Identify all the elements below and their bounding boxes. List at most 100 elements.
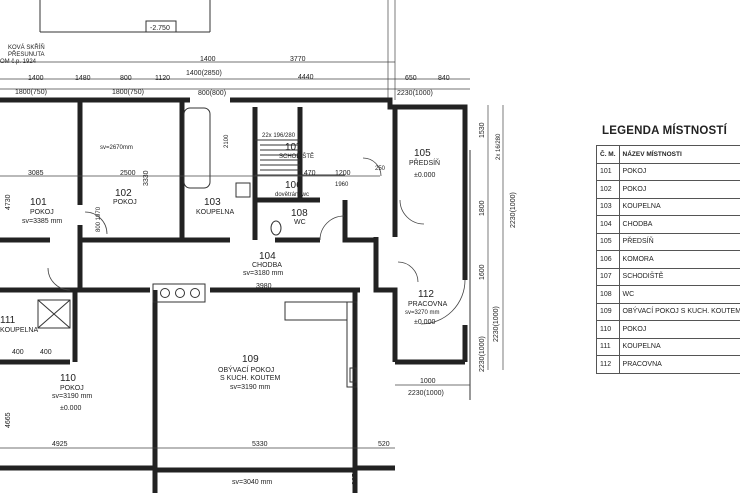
dim-3770: 3770: [290, 56, 306, 63]
door-stair-icon: [362, 157, 382, 177]
legend-room-name: WC: [618, 285, 740, 304]
room-104-name: CHODBA: [252, 262, 282, 269]
bathtub-icon: [183, 107, 211, 189]
dim-840: 840: [438, 75, 450, 82]
room-111-number: 111: [0, 315, 16, 326]
stove-icon: [152, 283, 206, 303]
dim-1960: 1960: [335, 182, 349, 188]
room-110-name: POKOJ: [60, 385, 84, 392]
dim-2x16-280: 2x 16/280: [496, 133, 502, 160]
room-112-level: ±0.000: [414, 319, 435, 326]
dim-1000: 1000: [420, 378, 436, 385]
dim-9650: 9650: [352, 469, 359, 485]
room-107-name: SCHODIŠTĚ: [279, 152, 314, 160]
dim-3085: 3085: [28, 170, 44, 177]
room-102-sv: sv=2670mm: [100, 145, 133, 151]
legend-room-number: 110: [596, 320, 620, 339]
dim-1800-750: 1800(750): [15, 89, 47, 96]
room-111-name: KOUPELNA: [0, 327, 38, 334]
dim-1400: 1400: [200, 56, 216, 63]
room-104-area: sv=3180 mm: [243, 270, 283, 277]
room-101-area: sv=3385 mm: [22, 218, 62, 225]
legend-room-name: KOUPELNA: [618, 197, 740, 216]
washbasin-icon: [235, 182, 251, 198]
room-109-area: sv=3190 mm: [230, 384, 270, 391]
dim-1800-750b: 1800(750): [112, 89, 144, 96]
dim-1470: 1470: [300, 170, 316, 177]
door-101-icon: [84, 211, 108, 235]
dim-4440: 4440: [298, 74, 314, 81]
dim-1400-2850: 1400(2850): [186, 70, 222, 77]
dim-1400a: 1400: [28, 75, 44, 82]
legend-room-number: 106: [596, 250, 620, 269]
walls: [0, 97, 471, 493]
dim-250: 250: [375, 166, 386, 172]
room-109-number: 109: [242, 354, 259, 365]
legend-room-number: 112: [596, 355, 620, 374]
room-110-level: ±0.000: [60, 405, 81, 412]
room-112-area: sv=3270 mm: [405, 310, 440, 316]
dim-2230-1000: 2230(1000): [397, 90, 433, 97]
legend-room-name: PRACOVNA: [618, 355, 740, 374]
room-110-number: 110: [60, 373, 76, 384]
door-104-icon: [319, 215, 345, 241]
legend-room-name: PŘEDSÍŇ: [618, 232, 740, 251]
entrance-door-icon: [420, 279, 466, 325]
legend-room-number: 108: [596, 285, 620, 304]
room-103-name: KOUPELNA: [196, 209, 234, 216]
room-legend: LEGENDA MÍSTNOSTÍ Č. M. NÁZEV MÍSTNOSTI …: [596, 125, 740, 374]
dim-5330: 5330: [252, 441, 268, 448]
room-107-number: 107: [285, 142, 302, 153]
legend-header-row: Č. M. NÁZEV MÍSTNOSTI: [596, 145, 740, 164]
room-106-name: dovětrání wc: [275, 192, 309, 198]
room-101-number: 101: [30, 197, 47, 208]
note-skrin-1: KOVÁ SKŘÍŇ: [8, 43, 45, 51]
dim-2230-1000b: 2230(1000): [408, 390, 444, 397]
legend-room-name: POKOJ: [618, 180, 740, 199]
door-110-icon: [47, 267, 71, 291]
dim-1200: 1200: [335, 170, 351, 177]
legend-room-number: 102: [596, 180, 620, 199]
room-106-number: 106: [285, 180, 302, 191]
room-105-level: ±0.000: [414, 172, 435, 179]
legend-room-number: 107: [596, 267, 620, 286]
fixtures: [37, 107, 358, 388]
dim-2230-1000v: 2230(1000): [510, 192, 517, 228]
legend-room-number: 101: [596, 162, 620, 181]
kitchen-unit-icon: [346, 301, 358, 388]
kitchen-counter-icon: [284, 301, 348, 321]
room-112-name: PRACOVNA: [408, 301, 448, 308]
room-108-number: 108: [291, 208, 308, 219]
dim-520: 520: [378, 441, 390, 448]
door-112-icon: [397, 261, 419, 283]
legend-room-number: 104: [596, 215, 620, 234]
legend-room-name: CHODBA: [618, 215, 740, 234]
dim-2500: 2500: [120, 170, 136, 177]
dim-3980: 3980: [256, 283, 272, 290]
floor-plan: -2.750 KOVÁ SKŘÍŇ PŘESUNUTA OM č.p. 1924…: [0, 0, 517, 493]
legend-room-number: 105: [596, 232, 620, 251]
dim-3330: 3330: [143, 170, 150, 186]
note-skrin-3: OM č.p. 1924: [0, 59, 37, 65]
room-112-number: 112: [418, 289, 434, 300]
legend-room-number: 109: [596, 302, 620, 321]
legend-room-name: POKOJ: [618, 320, 740, 339]
dim-1120: 1120: [155, 75, 170, 82]
room-102-number: 102: [115, 188, 132, 199]
legend-room-number: 103: [596, 197, 620, 216]
legend-room-name: KOMORA: [618, 250, 740, 269]
room-108-name: WC: [294, 219, 306, 226]
room-104-number: 104: [259, 251, 276, 262]
room-105-number: 105: [414, 148, 431, 159]
room-105-name: PŘEDSÍŇ: [409, 158, 440, 167]
interior-dimensions: 3085 2500 3330 2100 1470 1200 250 1960 4…: [0, 134, 470, 485]
dim-door-800-1970: 800 1970: [96, 206, 102, 232]
